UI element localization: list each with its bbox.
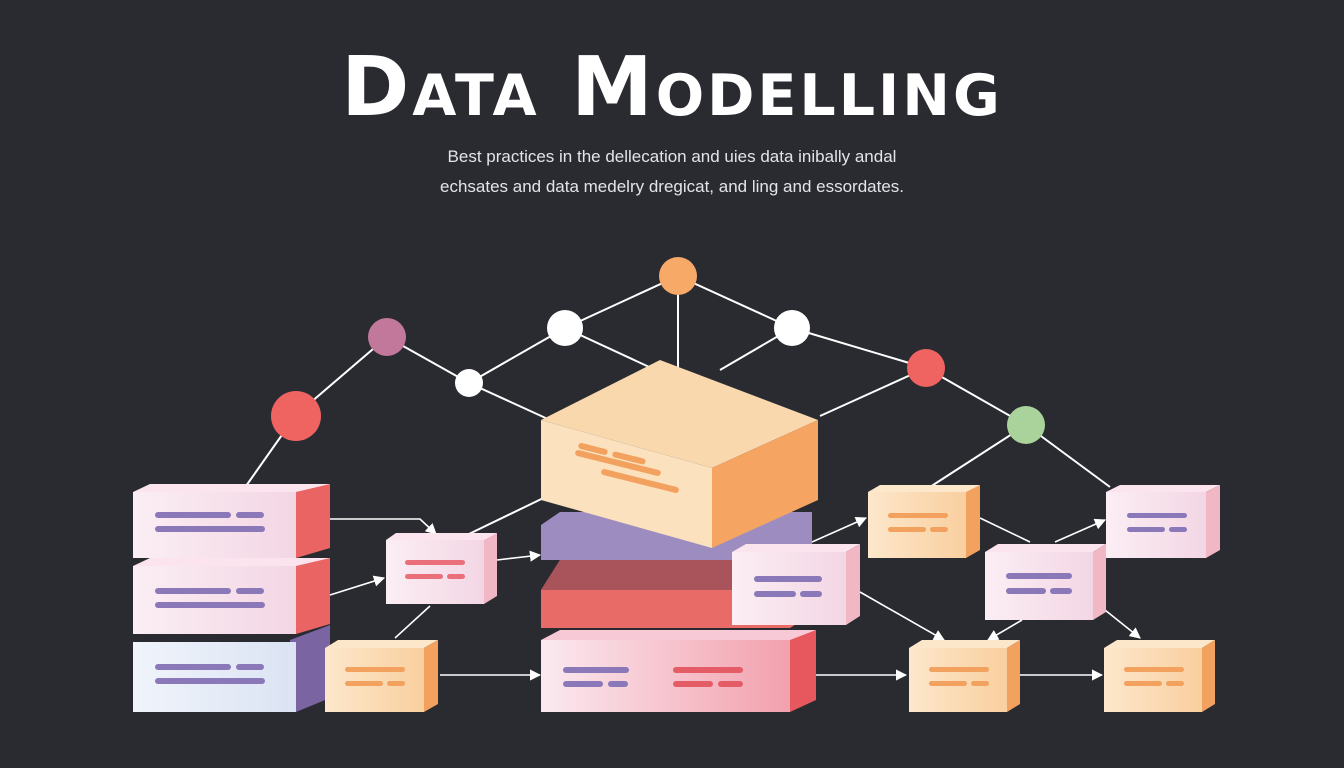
page-title: Data Modelling bbox=[341, 40, 1003, 135]
entity-block bbox=[1106, 485, 1220, 558]
node-circle bbox=[774, 310, 810, 346]
flow-arrow bbox=[1054, 518, 1107, 543]
entity-block bbox=[133, 484, 330, 558]
flow-arrow bbox=[987, 619, 1023, 641]
connector bbox=[819, 367, 927, 417]
connector bbox=[468, 382, 551, 421]
node-circle bbox=[455, 369, 483, 397]
entity-block bbox=[133, 558, 330, 634]
node-circle bbox=[659, 257, 697, 295]
entity-block bbox=[386, 533, 497, 604]
central-entity-block bbox=[541, 360, 818, 548]
node-circle bbox=[547, 310, 583, 346]
connector bbox=[791, 327, 927, 369]
connector bbox=[925, 367, 1027, 426]
entity-block bbox=[325, 640, 438, 712]
page-subtitle: Best practices in the dellecation and ui… bbox=[360, 142, 984, 202]
flow-arrow bbox=[811, 516, 868, 543]
flow-arrow bbox=[1104, 609, 1141, 639]
subtitle-line-2: echsates and data medelry dregicat, and … bbox=[439, 177, 904, 196]
flow-arrow bbox=[859, 591, 945, 641]
flow-arrow bbox=[329, 575, 386, 596]
connector bbox=[564, 275, 679, 329]
network-nodes bbox=[271, 257, 1045, 444]
flow-arrow bbox=[979, 517, 1031, 543]
node-circle bbox=[368, 318, 406, 356]
flow-arrows bbox=[329, 516, 1141, 681]
connector bbox=[468, 327, 566, 384]
flow-arrow bbox=[394, 605, 431, 639]
central-stack bbox=[541, 360, 818, 712]
node-circle bbox=[1007, 406, 1045, 444]
left-stack bbox=[133, 484, 330, 712]
entity-block bbox=[732, 544, 860, 625]
node-circle bbox=[271, 391, 321, 441]
entity-block bbox=[1104, 640, 1215, 712]
entity-block bbox=[985, 544, 1106, 620]
entity-block bbox=[868, 485, 980, 558]
entity-block bbox=[541, 630, 816, 712]
subtitle-line-1: Best practices in the dellecation and ui… bbox=[447, 147, 897, 166]
entity-block bbox=[133, 630, 330, 712]
connector bbox=[677, 275, 793, 329]
connector bbox=[929, 424, 1027, 488]
flow-arrow bbox=[496, 550, 542, 562]
entity-block bbox=[909, 640, 1020, 712]
flow-arrow bbox=[330, 518, 437, 535]
node-circle bbox=[907, 349, 945, 387]
